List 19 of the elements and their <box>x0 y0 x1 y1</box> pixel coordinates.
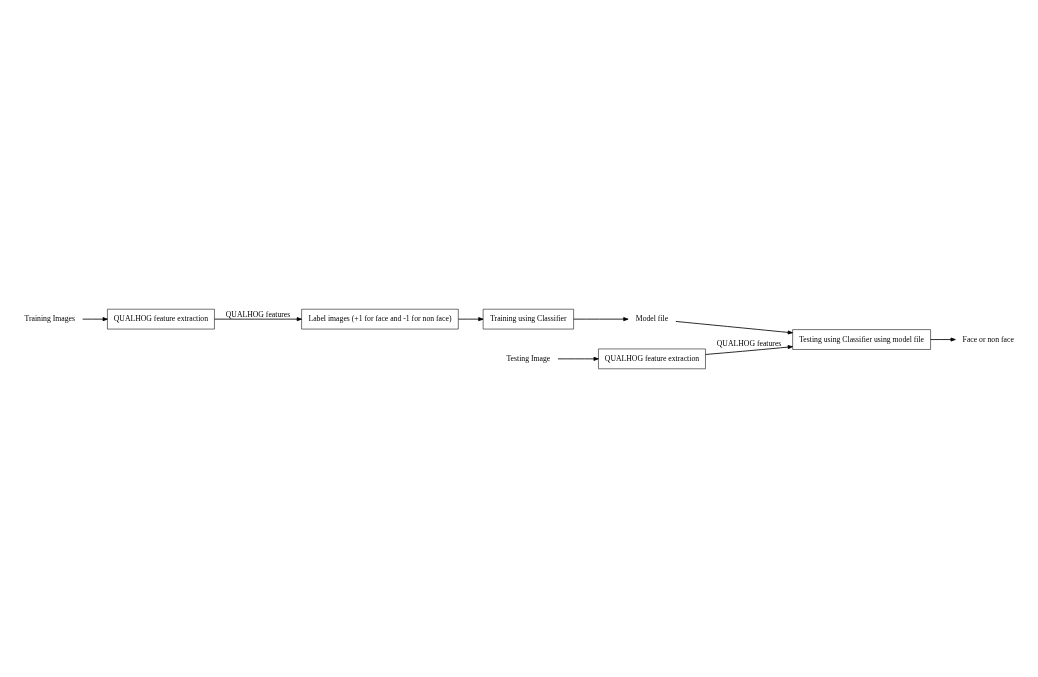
node-text: Model file <box>635 313 669 323</box>
arrow <box>705 344 793 355</box>
arrow <box>930 337 956 341</box>
node-text: Training Images <box>24 313 76 323</box>
arrow <box>675 320 793 334</box>
node-text: Testing Image <box>506 353 551 363</box>
node-text: Face or non face <box>962 334 1014 344</box>
node-box: Testing using Classifier using model file <box>792 328 931 350</box>
arrow <box>214 316 302 321</box>
arrow <box>557 356 599 361</box>
arrow <box>573 316 629 321</box>
node-box: QUALHOG feature extraction <box>107 308 215 329</box>
arrow <box>458 316 484 321</box>
node-box: QUALHOG feature extraction <box>598 348 706 369</box>
edge-label: QUALHOG features <box>225 309 291 319</box>
node-box: Label images (+1 for face and -1 for non face) <box>301 308 459 329</box>
node-box: Training using Classifier <box>482 308 574 329</box>
arrow <box>82 316 108 321</box>
edge-label: QUALHOG features <box>716 338 782 348</box>
